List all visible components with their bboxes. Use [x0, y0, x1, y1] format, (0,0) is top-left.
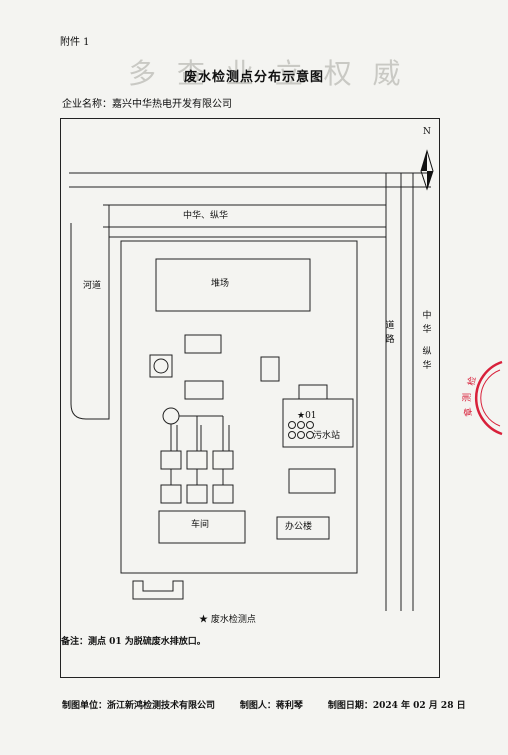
- process-unit: [212, 484, 234, 504]
- building-block: [260, 356, 280, 382]
- building-block: [184, 334, 222, 354]
- footer-drawer-value: 蒋利琴: [275, 701, 303, 711]
- company-name: 嘉兴中华热电开发有限公司: [112, 99, 232, 110]
- building-block: [288, 468, 336, 494]
- river-label: 河道: [83, 281, 102, 291]
- road-top-label: 中华、纵华: [183, 211, 229, 221]
- office-area: [276, 516, 330, 540]
- road-right-outer-label: 中 华 纵 华: [421, 309, 433, 373]
- road-right-label: 道 路: [384, 319, 396, 347]
- yard-label: 堆场: [211, 279, 230, 289]
- svg-text:检: 检: [465, 376, 478, 387]
- building-block: [298, 384, 328, 400]
- footer-date: 制图日期：2024 年 02 月 28 日: [328, 701, 466, 711]
- sewage-station-label: 污水站: [313, 431, 341, 441]
- attachment-label: 附件 1: [60, 37, 90, 48]
- north-arrow-icon: [420, 149, 434, 191]
- company-label: 企业名称：: [62, 99, 112, 110]
- process-unit: [186, 484, 208, 504]
- footer-drawer: 制图人：蒋利琴: [240, 701, 303, 711]
- office-label: 办公楼: [285, 522, 313, 532]
- road-right-char: 道: [385, 321, 395, 331]
- yard-area: [155, 258, 311, 312]
- river-outline: [70, 205, 110, 420]
- footer-unit-label: 制图单位：: [62, 701, 108, 711]
- site-map-drawing: [69, 149, 434, 611]
- process-unit: [186, 450, 208, 470]
- legend-label: ★ 废水检测点: [199, 615, 256, 625]
- road-outer-char: 纵: [422, 347, 432, 357]
- svg-text:测: 测: [462, 393, 473, 402]
- footer-unit: 制图单位：浙江新鸿检测技术有限公司: [62, 701, 215, 711]
- company-line: 企业名称：嘉兴中华热电开发有限公司: [62, 99, 232, 111]
- site-map: N 中华、纵华 河道 堆场 道 路 中 华 纵 华 ★01 污水站 车间 办公楼…: [60, 118, 440, 678]
- workshop-label: 车间: [191, 520, 210, 530]
- road-outer-char: 华: [422, 325, 432, 335]
- process-unit: [160, 484, 182, 504]
- note-label: 备注：测点 01 为脱硫废水排放口。: [61, 637, 206, 647]
- process-unit: [160, 450, 182, 470]
- workshop-area: [158, 510, 246, 544]
- gate-structure: [132, 580, 184, 600]
- page-title: 废水检测点分布示意图: [183, 70, 324, 85]
- sewage-station-area: [282, 398, 354, 448]
- footer-date-label: 制图日期：: [327, 701, 373, 711]
- background-watermark: 多 查 业 立 权 威: [128, 57, 407, 90]
- process-unit: [212, 450, 234, 470]
- footer-unit-value: 浙江新鸿检测技术有限公司: [107, 701, 216, 711]
- chimney-base: [149, 354, 173, 378]
- plant-boundary: [120, 240, 358, 574]
- road-right-char: 路: [385, 335, 395, 345]
- footer-date-value: 2024 年 02 月 28 日: [372, 701, 466, 711]
- footer-drawer-label: 制图人：: [239, 701, 276, 711]
- monitor-point-01: ★01: [297, 411, 317, 421]
- road-outer-char: 中: [422, 311, 432, 321]
- chimney-icon: [153, 358, 169, 374]
- footer: 制图单位：浙江新鸿检测技术有限公司 制图人：蒋利琴 制图日期：2024 年 02…: [62, 698, 466, 711]
- svg-text:章: 章: [462, 407, 475, 418]
- building-block: [184, 380, 224, 400]
- road-outer-char: 华: [422, 361, 432, 371]
- company-seal-stamp: 检 测 章: [462, 360, 503, 436]
- tank-icon: [162, 407, 180, 425]
- north-label: N: [423, 127, 431, 137]
